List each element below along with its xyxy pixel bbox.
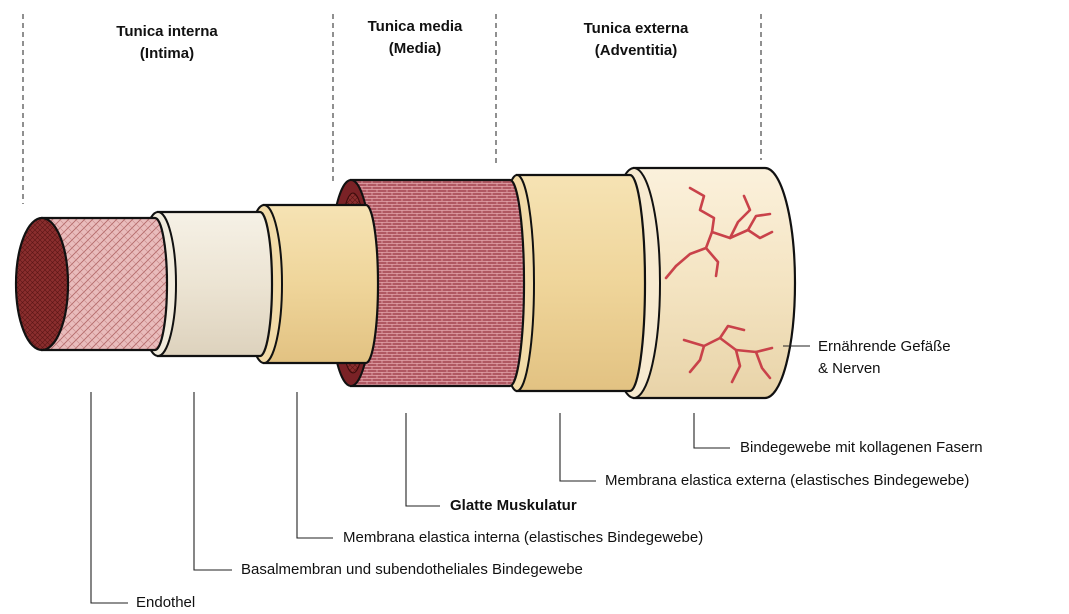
- header-intima-title: Tunica interna: [92, 21, 242, 43]
- leader-basal: [194, 392, 232, 570]
- header-intima: Tunica interna (Intima): [92, 21, 242, 65]
- label-connective-collagen: Bindegewebe mit kollagenen Fasern: [740, 437, 983, 459]
- header-adventitia: Tunica externa (Adventitia): [561, 18, 711, 62]
- endothel-cylinder: [16, 218, 167, 350]
- header-adventitia-subtitle: (Adventitia): [561, 40, 711, 62]
- header-intima-subtitle: (Intima): [92, 43, 242, 65]
- header-media-title: Tunica media: [345, 16, 485, 38]
- label-vessels-nerves-line2: & Nerven: [818, 358, 951, 380]
- label-membrana-externa: Membrana elastica externa (elastisches B…: [605, 470, 969, 492]
- leader-endothel: [91, 392, 128, 603]
- leader-smooth-muscle: [406, 413, 440, 506]
- label-endothel: Endothel: [136, 592, 195, 614]
- label-vessels-nerves: Ernährende Gefäße & Nerven: [818, 336, 951, 380]
- leader-membrana-interna: [297, 392, 333, 538]
- leader-collagen: [694, 413, 730, 448]
- label-smooth-muscle: Glatte Muskulatur: [450, 495, 577, 517]
- label-vessels-nerves-line1: Ernährende Gefäße: [818, 336, 951, 358]
- header-media: Tunica media (Media): [345, 16, 485, 60]
- leader-membrana-externa: [560, 413, 596, 481]
- header-adventitia-title: Tunica externa: [561, 18, 711, 40]
- header-media-subtitle: (Media): [345, 38, 485, 60]
- label-basal-membrane: Basalmembran und subendotheliales Bindeg…: [241, 559, 583, 581]
- label-membrana-interna: Membrana elastica interna (elastisches B…: [343, 527, 703, 549]
